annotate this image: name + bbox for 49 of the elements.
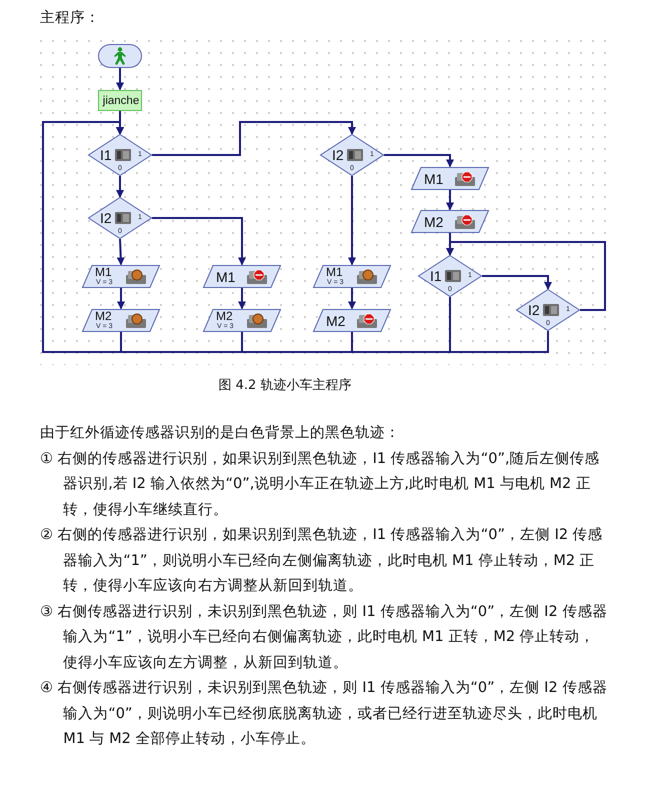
decision-diamond bbox=[320, 134, 384, 176]
decision-diamond bbox=[516, 289, 580, 331]
output-parallelogram bbox=[313, 308, 391, 332]
motor-label: M2 bbox=[216, 310, 233, 322]
output-parallelogram bbox=[203, 308, 281, 332]
connector-arrow bbox=[116, 238, 125, 266]
sensor-label: I2 bbox=[332, 148, 344, 162]
motor-label: M2 bbox=[326, 314, 346, 328]
output-parallelogram bbox=[82, 308, 160, 332]
output-parallelogram bbox=[313, 264, 391, 288]
connector-arrow bbox=[348, 288, 356, 310]
sensor-label: I2 bbox=[100, 211, 112, 225]
list-item: ③ 右侧传感器进行识别，未识别到黑色轨迹，则 I1 传感器输入为“0”，左侧 I2 传感器输入为“1”，说明小车已经向右侧偏离轨迹，此时电机 M1 正转，M2 停止转动，使得小车应该向左方调整，从新回到轨道。 bbox=[40, 602, 608, 672]
connector-arrow bbox=[117, 288, 125, 310]
sensor-label: I2 bbox=[528, 303, 540, 317]
motor-label: M1 bbox=[326, 266, 343, 278]
output-parallelogram bbox=[411, 210, 489, 232]
sensor-label: I1 bbox=[430, 269, 442, 283]
list-item: ② 右侧的传感器进行识别，如果识别到黑色轨迹，I1 传感器输入为“0”，左侧 I2 传感器输入为“1”，则说明小车已经向左侧偏离轨迹，此时电机 M1 停止转动，M2 正转，使得小车应该向右方调整从新回到轨道。 bbox=[40, 526, 604, 596]
connector-arrow bbox=[384, 154, 454, 168]
connector-arrow bbox=[446, 241, 606, 311]
connector-arrow bbox=[42, 121, 549, 353]
connector-arrow bbox=[116, 176, 124, 198]
sensor-label: I1 bbox=[100, 148, 112, 162]
list-item: ① 右侧的传感器进行识别，如果识别到黑色轨迹，I1 传感器输入为“0”,随后左侧传感器识别,若 I2 输入依然为“0”,说明小车正在轨迹上方,此时电机 M1 与电机 M2 正转，使得小车继续直行。 bbox=[40, 450, 601, 520]
connector-arrow bbox=[482, 275, 552, 290]
motor-label: M2 bbox=[424, 214, 444, 228]
connector-arrow bbox=[348, 176, 356, 266]
connector-arrow bbox=[116, 68, 124, 90]
decision-diamond bbox=[88, 134, 152, 176]
motor-label: M1 bbox=[95, 266, 112, 278]
output-parallelogram bbox=[82, 264, 160, 288]
process-box bbox=[98, 90, 142, 110]
connector-arrow bbox=[152, 121, 356, 156]
connector-arrow bbox=[238, 288, 246, 310]
decision-diamond bbox=[88, 197, 152, 239]
motor-label: M1 bbox=[216, 270, 236, 284]
paragraph: 由于红外循迹传感器识别的是白色背景上的黑色轨迹： bbox=[40, 424, 401, 443]
output-parallelogram bbox=[411, 166, 489, 190]
connector-arrow bbox=[446, 190, 454, 210]
section-heading: 主程序： bbox=[40, 8, 100, 27]
connector-arrow bbox=[152, 217, 246, 266]
figure-caption: 图 4.2 轨迹小车主程序 bbox=[218, 377, 352, 394]
list-item: ④ 右侧传感器进行识别，未识别到黑色轨迹，则 I1 传感器输入为“0”，左侧 I2 传感器输入为“0”，则说明小车已经彻底脱离轨迹，或者已经行进至轨迹尽头，此时电机 M1 与 M2 全部停止转动，小车停止。 bbox=[40, 678, 608, 749]
motor-label: M1 bbox=[424, 172, 444, 186]
node-label: jianche bbox=[102, 96, 140, 107]
decision-diamond bbox=[418, 255, 482, 297]
motor-label: M2 bbox=[95, 310, 112, 322]
output-parallelogram bbox=[203, 264, 281, 288]
